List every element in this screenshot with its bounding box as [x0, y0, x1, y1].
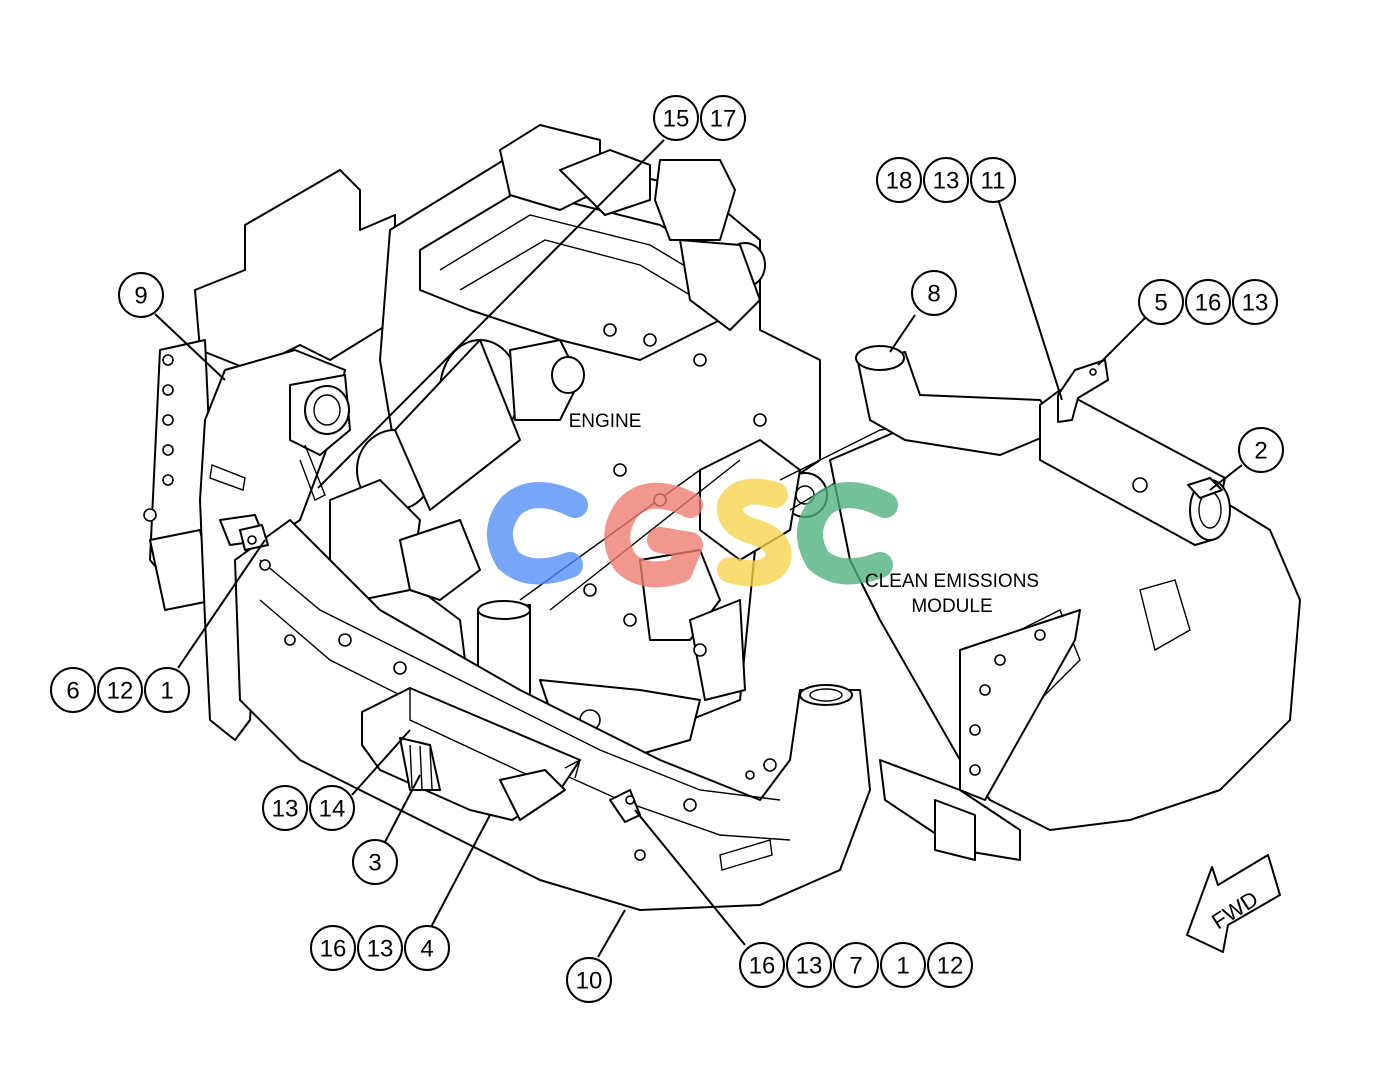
callout-circle [118, 272, 164, 318]
exhaust-pipe-drawing [199, 349, 871, 911]
callout-group-9: 9 [118, 272, 164, 318]
callout-circle [309, 785, 355, 831]
callout-circle [739, 942, 785, 988]
callout-number: 9 [134, 283, 147, 310]
callout-number: 13 [272, 796, 299, 823]
callout-circle [144, 667, 190, 713]
callout-number: 16 [320, 936, 347, 963]
callout-circle [970, 157, 1016, 203]
callout-circle [1185, 279, 1231, 325]
callout-circle [50, 667, 96, 713]
callout-number: 18 [886, 168, 913, 195]
callout-circle [1232, 279, 1278, 325]
leader-lines [154, 139, 1243, 958]
engine-drawing [143, 124, 961, 761]
callout-group-2: 2 [1238, 427, 1284, 473]
callout-number: 4 [420, 936, 433, 963]
callout-number: 13 [796, 953, 823, 980]
callout-group-10: 10 [566, 957, 612, 1003]
forward-direction-arrow: FWD [1186, 854, 1281, 953]
callout-number: 13 [1242, 290, 1269, 317]
engine-label: ENGINE [569, 411, 642, 432]
callout-circle [1138, 279, 1184, 325]
callout-circle [352, 839, 398, 885]
callout-number: 5 [1154, 290, 1167, 317]
callout-number: 13 [933, 168, 960, 195]
callout-circle [357, 925, 403, 971]
callout-circle [880, 942, 926, 988]
callout-circle [833, 942, 879, 988]
callout-number: 7 [849, 953, 862, 980]
callout-circle [566, 957, 612, 1003]
callout-circle [927, 942, 973, 988]
callout-circle [1238, 427, 1284, 473]
callout-number: 12 [107, 678, 134, 705]
callout-number: 11 [981, 168, 1006, 195]
callout-circle [310, 925, 356, 971]
callout-number: 1 [896, 953, 909, 980]
callout-number: 1 [160, 678, 173, 705]
callout-number: 16 [1195, 290, 1222, 317]
callout-group-6-12-1: 6 12 1 [50, 667, 190, 713]
callout-number: 2 [1254, 438, 1267, 465]
callout-group-18-13-11: 18 13 11 [876, 157, 1016, 203]
callout-circle [97, 667, 143, 713]
callout-circle [876, 157, 922, 203]
callout-number: 14 [319, 796, 346, 823]
callout-number: 10 [576, 968, 603, 995]
callout-circle [700, 95, 746, 141]
callout-number: 12 [937, 953, 964, 980]
callout-number: 6 [66, 678, 79, 705]
callout-number: 13 [367, 936, 394, 963]
callout-group-5-16-13: 5 16 13 [1138, 279, 1278, 325]
callout-circle [911, 270, 957, 316]
callout-number: 17 [710, 106, 737, 133]
callout-circle [923, 157, 969, 203]
callout-number: 16 [749, 953, 776, 980]
callout-circle [262, 785, 308, 831]
callout-group-8: 8 [911, 270, 957, 316]
callout-number: 8 [927, 281, 940, 308]
clean-emissions-module-drawing [829, 345, 1301, 861]
callout-circle [786, 942, 832, 988]
clean-emissions-module-label-line2: MODULE [911, 596, 992, 617]
callout-number: 15 [663, 106, 690, 133]
watermark-logo [487, 478, 898, 588]
callout-group-3: 3 [352, 839, 398, 885]
callout-group-16-13-7-1-12: 16 13 7 1 12 [739, 942, 973, 988]
callout-group-16-13-4: 16 13 4 [310, 925, 450, 971]
clean-emissions-module-label-line1: CLEAN EMISSIONS [865, 571, 1039, 592]
callout-group-13-14: 13 14 [262, 785, 355, 831]
callout-circle [404, 925, 450, 971]
callout-number: 3 [368, 850, 381, 877]
callout-circle [653, 95, 699, 141]
